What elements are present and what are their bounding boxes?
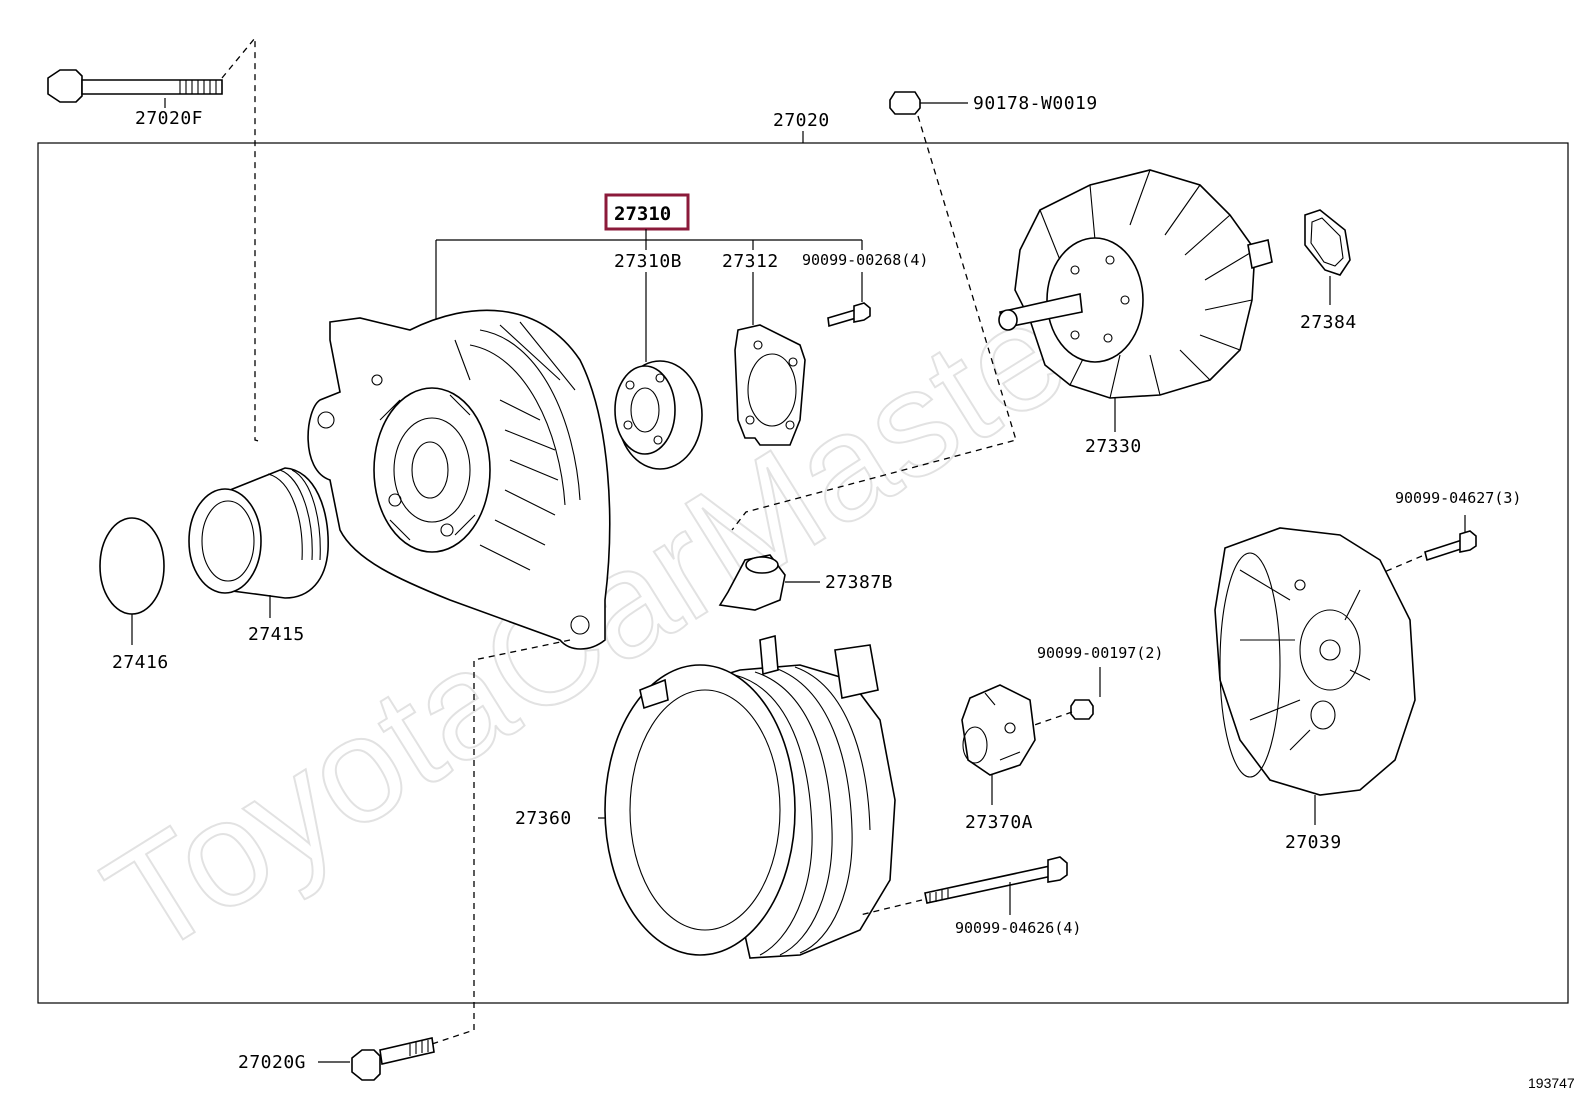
label-27360[interactable]: 27360 — [515, 808, 572, 829]
pulley-27415[interactable] — [188, 467, 329, 618]
label-27310[interactable]: 27310 — [614, 203, 671, 225]
screw-90099-00197[interactable] — [1019, 667, 1101, 731]
label-27415[interactable]: 27415 — [248, 624, 305, 645]
label-27310B[interactable]: 27310B — [614, 251, 682, 272]
label-27039[interactable]: 27039 — [1285, 832, 1342, 853]
rotor-27330[interactable] — [998, 169, 1273, 432]
label-90099-04626[interactable]: 90099-04626(4) — [955, 919, 1081, 937]
cap-27416[interactable] — [99, 517, 165, 645]
label-27416[interactable]: 27416 — [112, 652, 169, 673]
rear-cover-27039[interactable] — [1214, 527, 1416, 825]
regulator-27370A[interactable] — [961, 684, 1036, 805]
label-90178-W0019[interactable]: 90178-W0019 — [973, 93, 1098, 114]
retainer-plate-27312[interactable] — [734, 272, 806, 446]
label-90099-00197[interactable]: 90099-00197(2) — [1037, 644, 1163, 662]
reference-number: 193747 — [1528, 1075, 1575, 1091]
ring-27384[interactable] — [1304, 209, 1351, 305]
label-90099-00268[interactable]: 90099-00268(4) — [802, 251, 928, 269]
stator-27360[interactable] — [598, 634, 896, 959]
highlight-box-27310 — [604, 193, 690, 231]
label-27312[interactable]: 27312 — [722, 251, 779, 272]
label-27384[interactable]: 27384 — [1300, 312, 1357, 333]
insulator-27387B[interactable] — [718, 554, 820, 611]
nut-90178-W0019[interactable] — [731, 91, 1017, 531]
bolt-27020G[interactable] — [318, 639, 571, 1081]
label-27020G[interactable]: 27020G — [238, 1052, 306, 1073]
bearing-27310B[interactable] — [614, 272, 703, 470]
label-27370A[interactable]: 27370A — [965, 812, 1033, 833]
drive-end-frame[interactable] — [307, 309, 611, 650]
label-27020F[interactable]: 27020F — [135, 108, 203, 129]
bolt-27020F[interactable] — [47, 36, 263, 443]
label-27330[interactable]: 27330 — [1085, 436, 1142, 457]
label-27387B[interactable]: 27387B — [825, 572, 893, 593]
label-90099-04627[interactable]: 90099-04627(3) — [1395, 489, 1521, 507]
bolt-90099-04626[interactable] — [859, 856, 1068, 916]
label-27020[interactable]: 27020 — [773, 110, 830, 131]
bolt-90099-04627[interactable] — [1369, 515, 1477, 579]
screw-90099-00268[interactable] — [827, 272, 871, 328]
